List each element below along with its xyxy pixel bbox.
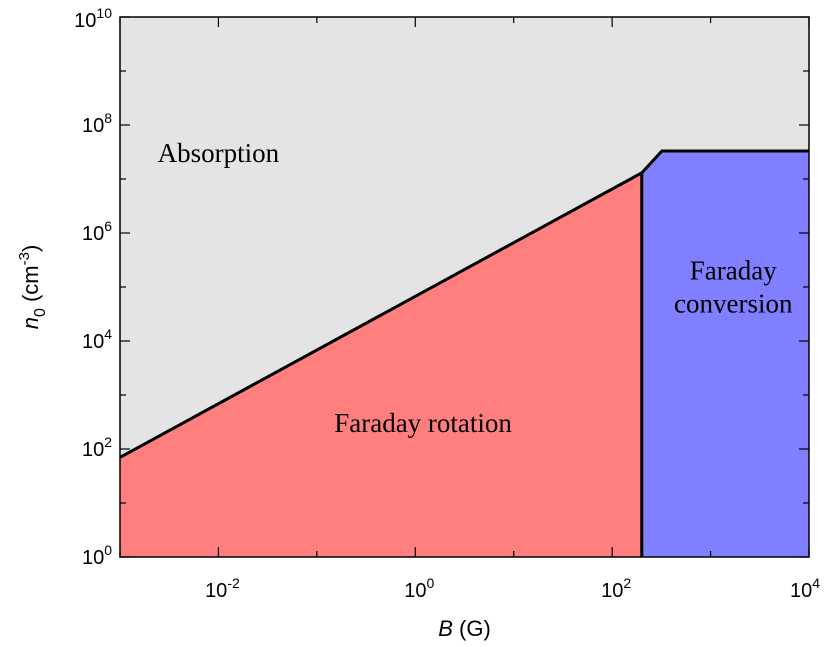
region-label: Faraday rotation [334,408,512,438]
y-tick-label: 104 [82,326,112,353]
x-tick-label: 104 [790,575,820,602]
x-tick-label: 102 [601,575,631,602]
region-faraday-conversion [641,151,809,557]
region-faraday-rotation [120,172,642,558]
y-axis-label: n0 (cm-3) [16,245,49,330]
x-tick-label: 10-2 [205,575,240,602]
y-tick-label: 108 [82,110,112,137]
y-tick-label: 1010 [74,5,112,32]
y-tick-label: 106 [82,218,112,245]
y-tick-label: 102 [82,434,112,461]
y-tick-label: 100 [82,542,112,569]
x-axis-label: B (G) [438,616,491,641]
conversion-top-boundary-line [640,149,809,174]
x-tick-label: 100 [404,575,434,602]
rotation-boundary-line [119,171,643,459]
region-label: Absorption [158,138,280,168]
